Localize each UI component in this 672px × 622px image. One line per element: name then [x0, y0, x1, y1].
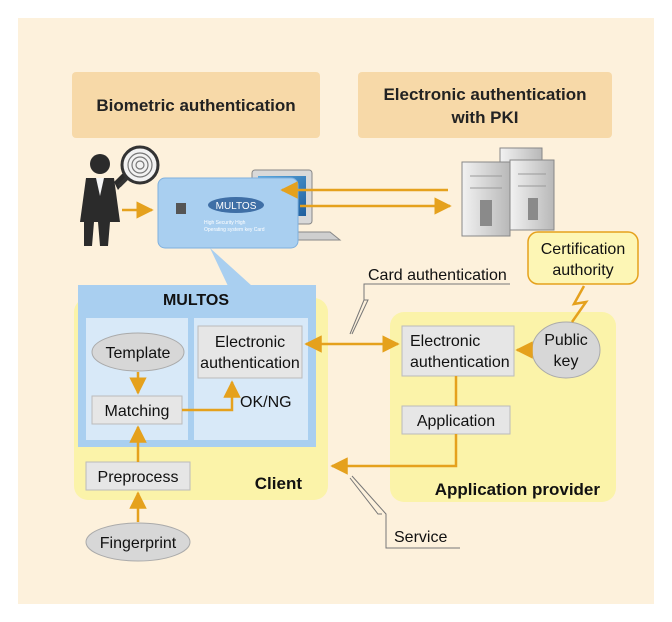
arrow-matching-to-e-auth — [182, 380, 241, 412]
provider-e-auth-node — [401, 325, 515, 377]
provider-e-auth-line1: Electronic — [410, 333, 480, 350]
application-label: Application — [417, 413, 495, 430]
result-label: OK/NG — [240, 394, 292, 411]
smart-card-label: MULTOS — [216, 201, 257, 212]
biometric-heading-box — [72, 72, 320, 138]
multos-panel-title: MULTOS — [163, 292, 229, 309]
certification-authority-box — [527, 231, 639, 285]
certification-line2: authority — [552, 262, 613, 279]
preprocess-label: Preprocess — [98, 469, 179, 486]
provider-zone-title: Application provider — [435, 480, 601, 499]
certification-line1: Certification — [541, 241, 625, 258]
client-zone-title: Client — [255, 474, 303, 493]
multos-callout-pointer — [210, 248, 252, 286]
template-label: Template — [106, 345, 171, 362]
public-key-line2: key — [554, 353, 579, 370]
public-key-line1: Public — [544, 332, 588, 349]
card-authentication-callout — [349, 283, 510, 335]
client-e-auth-line2: authentication — [200, 355, 300, 372]
lightning-link — [570, 285, 589, 323]
arrow-service — [330, 434, 458, 475]
service-label: Service — [394, 529, 447, 546]
provider-e-auth-line2: authentication — [410, 354, 510, 371]
fingerprint-magnifier-icon — [117, 145, 160, 188]
client-e-auth-line1: Electronic — [215, 334, 285, 351]
pki-heading-line2: with PKI — [450, 108, 518, 127]
service-callout — [349, 475, 460, 549]
pki-heading-line1: Electronic authentication — [383, 85, 586, 104]
fingerprint-label: Fingerprint — [100, 535, 177, 552]
businessman-icon — [80, 154, 132, 246]
smart-card: MULTOS High Security High Operating syst… — [157, 177, 299, 249]
server-icon — [461, 147, 555, 237]
biometric-heading: Biometric authentication — [96, 96, 295, 115]
smart-card-subtext-2: Operating system key Card — [204, 227, 265, 233]
card-authentication-label: Card authentication — [368, 267, 507, 284]
matching-label: Matching — [105, 403, 170, 420]
application-node — [401, 405, 511, 435]
matching-node — [91, 395, 183, 425]
fingerprint-node — [85, 522, 191, 562]
template-node — [91, 332, 185, 372]
smart-card-subtext-1: High Security High — [204, 220, 246, 226]
pki-heading-box — [358, 72, 612, 138]
client-e-auth-node — [197, 325, 303, 379]
preprocess-node — [85, 461, 191, 491]
